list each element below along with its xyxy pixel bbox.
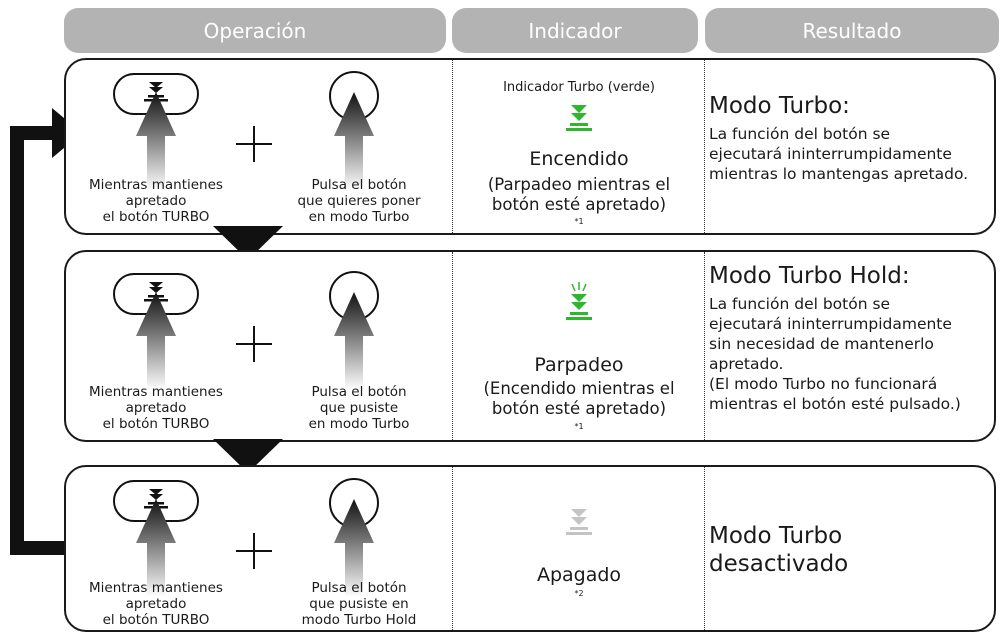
header-operation: Operación (64, 8, 446, 53)
footnote-mark: *1 (574, 422, 584, 431)
plus-icon (236, 533, 272, 569)
header-result: Resultado (705, 8, 999, 53)
indicator-state: Apagado (536, 564, 622, 586)
indicator-state: Encendido (529, 148, 629, 170)
indicator-label: Indicador Turbo (verde) (503, 80, 655, 95)
plus-icon (236, 126, 272, 162)
result-title: Modo Turbo desactivado (709, 523, 849, 577)
indicator-detail: (Encendido mientras el botón esté apreta… (483, 379, 675, 418)
press-arrow-icon (136, 499, 176, 597)
turbo-indicator-icon (566, 282, 592, 320)
separator (704, 60, 705, 233)
separator (704, 467, 705, 630)
header-indicator: Indicador (452, 8, 698, 53)
caption-hold-turbo: Mientras mantienes apretado el botón TUR… (89, 384, 223, 432)
result-body: La función del botón se ejecutará ininte… (709, 125, 969, 183)
caption-hold-turbo: Mientras mantienes apretado el botón TUR… (89, 177, 223, 225)
round-button-icon (329, 71, 379, 190)
result-title: Modo Turbo: (709, 93, 850, 119)
row-turbo-hold: Mientras mantienes apretado el botón TUR… (64, 250, 996, 442)
turbo-button-icon (113, 73, 199, 190)
press-arrow-icon (334, 499, 374, 597)
plus-icon (236, 326, 272, 362)
separator (452, 252, 453, 440)
result-body: La función del botón se ejecutará ininte… (709, 295, 961, 413)
row-turbo-off: Mientras mantienes apretado el botón TUR… (64, 465, 996, 632)
press-arrow-icon (334, 292, 374, 390)
press-arrow-icon (136, 292, 176, 390)
footnote-mark: *2 (574, 589, 584, 598)
indicator-detail: (Parpadeo mientras el botón esté apretad… (487, 175, 671, 214)
turbo-button-icon (113, 273, 199, 390)
indicator-state: Parpadeo (534, 354, 624, 376)
separator (452, 60, 453, 233)
separator (704, 252, 705, 440)
caption-hold-turbo: Mientras mantienes apretado el botón TUR… (89, 580, 223, 628)
caption-press-button: Pulsa el botón que pusiste en modo Turbo (308, 384, 410, 432)
row-turbo: Mientras mantienes apretado el botón TUR… (64, 58, 996, 235)
round-button-icon (329, 271, 379, 390)
press-arrow-icon (334, 92, 374, 190)
turbo-indicator-icon (566, 105, 592, 131)
footnote-mark: *1 (574, 217, 584, 226)
caption-press-button: Pulsa el botón que quieres poner en modo… (297, 177, 421, 225)
caption-press-button: Pulsa el botón que pusiste en modo Turbo… (301, 580, 417, 628)
separator (452, 467, 453, 630)
press-arrow-icon (136, 92, 176, 190)
result-title: Modo Turbo Hold: (709, 263, 910, 289)
round-button-icon (329, 478, 379, 597)
turbo-button-icon (113, 480, 199, 597)
turbo-indicator-icon (566, 509, 592, 535)
